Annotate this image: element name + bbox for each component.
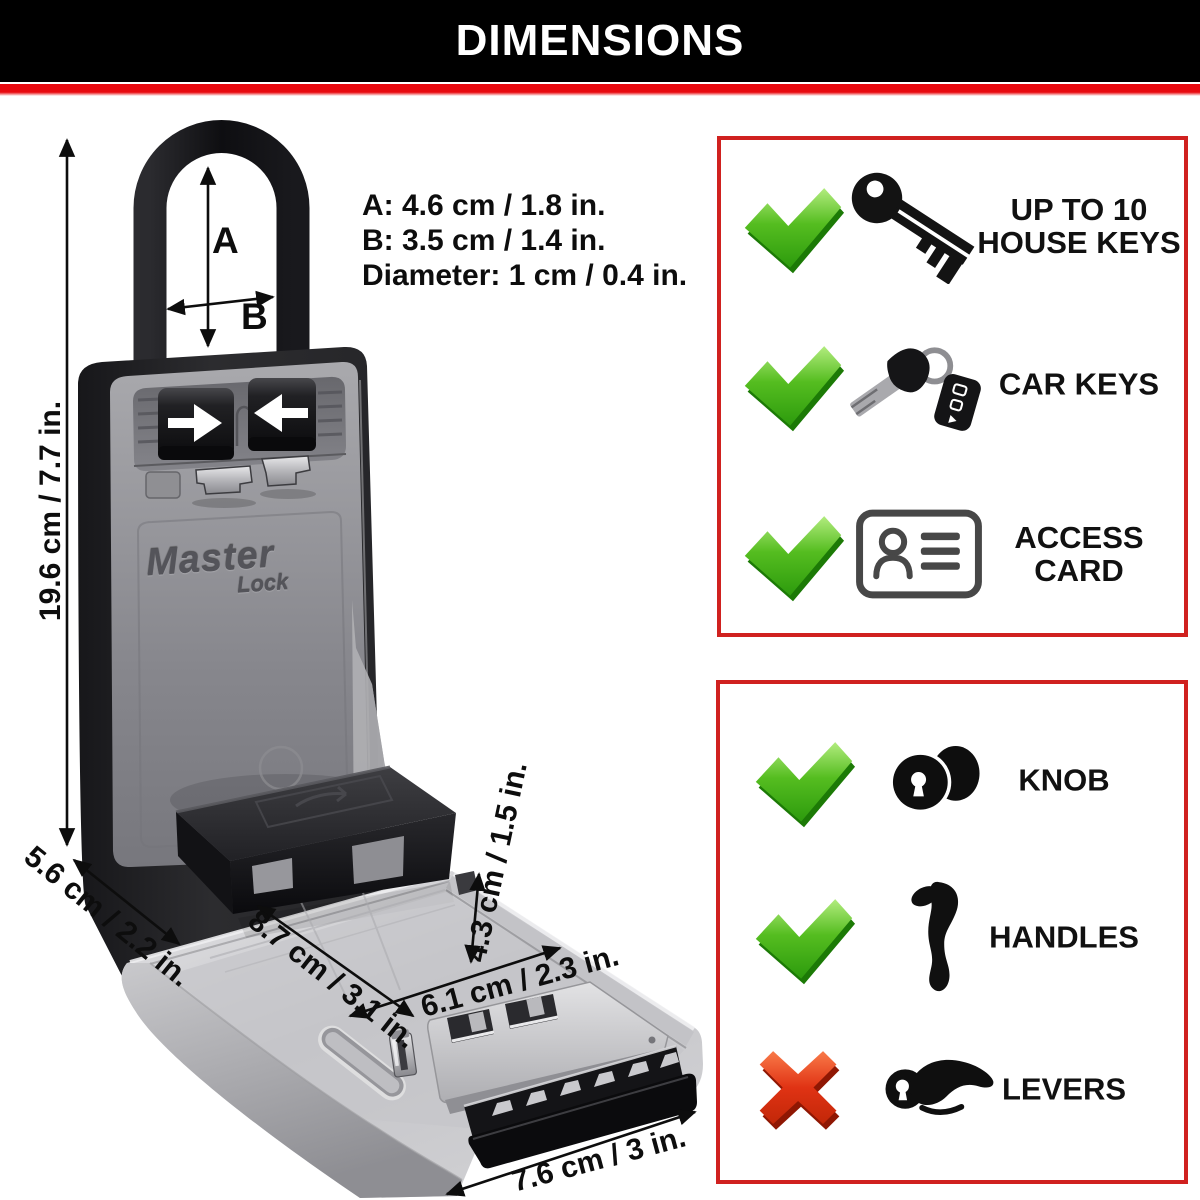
spec-line-b: B: 3.5 cm / 1.4 in. [362,224,606,257]
panel-row-label: ACCESS CARD [1014,520,1144,588]
arrow-depth [72,858,181,946]
panel-row-label: HANDLES [989,919,1139,955]
access-card-icon [849,507,989,601]
header-bar: DIMENSIONS [0,0,1200,82]
panel-row-label: UP TO 10 HOUSE KEYS [977,192,1181,260]
arrow-opening-depth [464,872,486,964]
car-key-icon [849,325,989,443]
panel-row-handles: HANDLES [720,867,1184,1007]
label-shackle-a: A [212,220,239,261]
check-icon [744,346,845,432]
panel-row-access-card: ACCESS CARD [721,489,1184,619]
panel-storage-capacity: UP TO 10 HOUSE KEYS [717,136,1188,637]
spec-line-diameter: Diameter: 1 cm / 0.4 in. [362,259,688,292]
house-key-icon [849,168,989,284]
spec-line-a: A: 4.6 cm / 1.8 in. [362,189,606,222]
slide-button-left [158,388,234,460]
panel-row-label: LEVERS [1001,1071,1127,1107]
panel-row-house-keys: UP TO 10 HOUSE KEYS [721,161,1184,291]
arrow-shackle-b [166,290,275,316]
shackle-spec-block: A: 4.6 cm / 1.8 in. B: 3.5 cm / 1.4 in. … [362,188,687,293]
panel-row-label: CAR KEYS [998,366,1160,402]
page-title: DIMENSIONS [455,16,745,65]
check-icon [744,188,845,274]
panel-door-hardware: KNOB HANDLES [716,680,1188,1184]
panel-row-car-keys: CAR KEYS [721,319,1184,449]
latch-hardware [133,453,347,508]
door-grip [318,1025,406,1101]
check-icon [755,742,856,828]
check-icon [744,516,845,602]
check-icon [755,899,856,985]
dimension-arrows [58,138,697,1197]
panel-row-knob: KNOB [720,715,1184,845]
tray-side-face [121,963,462,1198]
label-shackle-b: B [241,296,268,337]
door-handle-icon [868,875,1008,999]
panel-row-label: KNOB [1018,762,1110,798]
panel-row-levers: LEVERS [720,1024,1184,1154]
door-lever-icon [868,1052,1008,1127]
door-knob-icon [868,736,1008,824]
slide-button-right [248,378,316,451]
logo-lock: Lock [236,569,290,598]
shackle [133,120,310,392]
header-red-stripe [0,84,1200,96]
latch-pin [388,1029,418,1078]
cross-icon [759,1051,840,1130]
label-height: 19.6 cm / 7.7 in. [34,400,67,622]
arrow-opening-width [348,945,562,1019]
door-cover-flag [175,765,456,914]
arrow-width [445,1109,697,1197]
